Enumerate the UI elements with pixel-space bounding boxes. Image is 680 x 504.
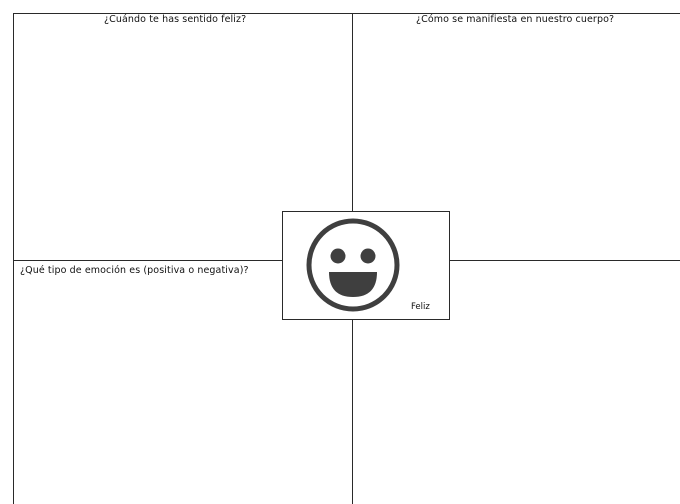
worksheet-frame <box>13 13 680 504</box>
question-top-right: ¿Cómo se manifiesta en nuestro cuerpo? <box>416 14 615 25</box>
question-bottom-left: ¿Qué tipo de emoción es (positiva o nega… <box>20 265 249 276</box>
emotion-label: Feliz <box>411 302 430 312</box>
smiley-face-icon <box>306 218 400 312</box>
emotion-card: Feliz <box>282 211 450 320</box>
question-top-left: ¿Cuándo te has sentido feliz? <box>104 14 247 25</box>
